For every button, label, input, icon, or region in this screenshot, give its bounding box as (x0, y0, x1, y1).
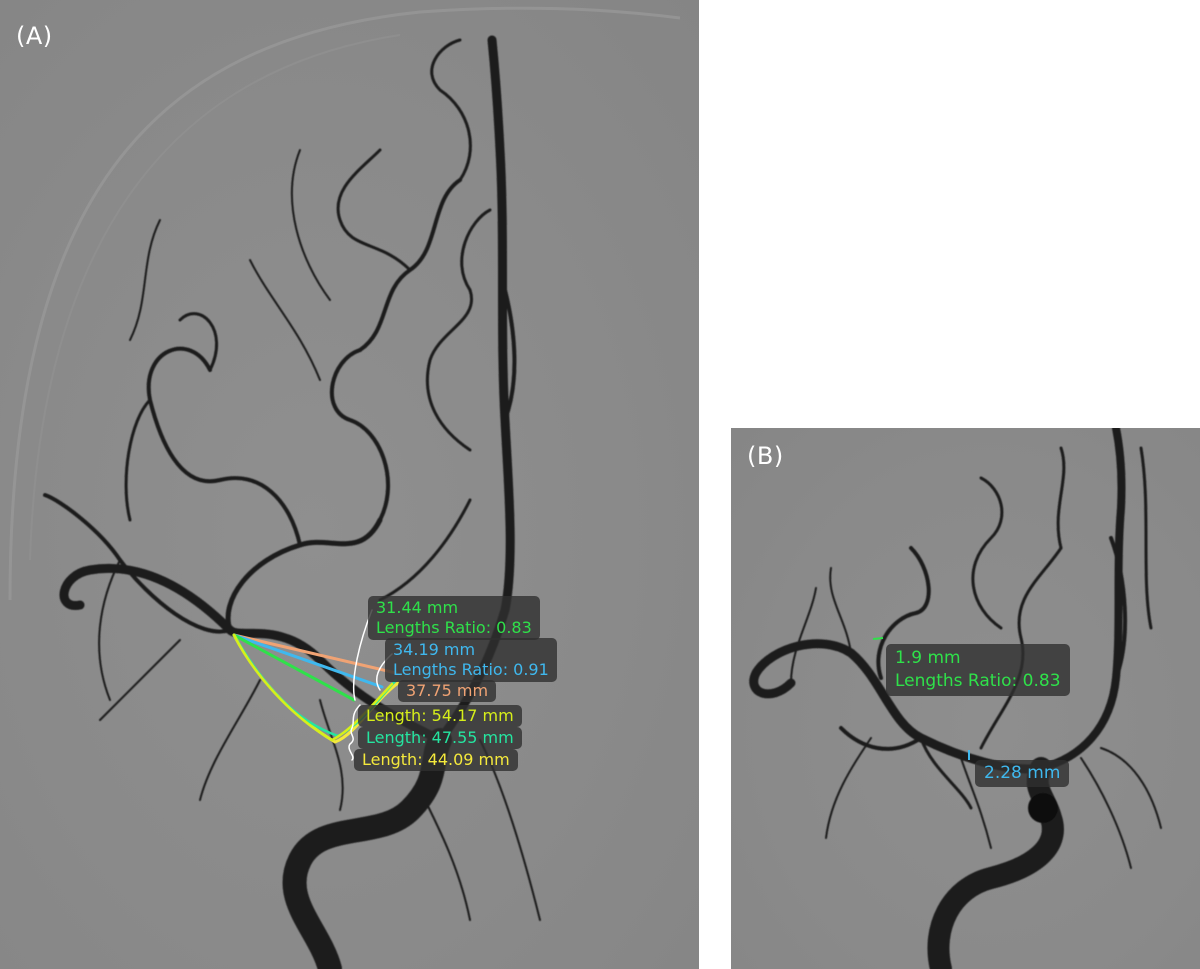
measurement-label-2-28: 2.28 mm (975, 760, 1070, 787)
length-label-54-17: Length: 54.17 mm (358, 705, 522, 727)
panel-a-label: (A) (16, 22, 53, 50)
measurement-value: 34.19 mm (393, 640, 476, 659)
length-value: Length: 44.09 mm (362, 750, 510, 769)
length-label-47-55: Length: 47.55 mm (358, 727, 522, 749)
lengths-ratio: Lengths Ratio: 0.83 (895, 671, 1061, 691)
measurement-value: 1.9 mm (895, 648, 961, 668)
length-label-44-09: Length: 44.09 mm (354, 749, 518, 771)
angiogram-panel-b: (B) 1.9 mm Lengths Ratio: 0.83 2.28 mm (731, 428, 1200, 969)
measurement-label-37-75: 37.75 mm (398, 680, 497, 702)
measurement-label-34-19: 34.19 mm Lengths Ratio: 0.91 (385, 638, 557, 682)
vessel-image-a (8, 6, 681, 969)
length-value: Length: 47.55 mm (366, 728, 514, 747)
measurement-value: 37.75 mm (406, 681, 489, 700)
measurement-value: 2.28 mm (984, 763, 1061, 783)
vessel-image-b (749, 428, 1162, 969)
lengths-ratio: Lengths Ratio: 0.91 (393, 660, 549, 679)
measurement-value: 31.44 mm (376, 598, 459, 617)
panel-b-label: (B) (747, 442, 784, 470)
length-value: Length: 54.17 mm (366, 706, 514, 725)
angiogram-panel-a: (A) 31.44 mm Lengths Ratio: 0.83 34.19 m… (0, 0, 699, 969)
measurement-label-31-44: 31.44 mm Lengths Ratio: 0.83 (368, 596, 540, 640)
measurement-label-1-9: 1.9 mm Lengths Ratio: 0.83 (886, 644, 1070, 696)
lengths-ratio: Lengths Ratio: 0.83 (376, 618, 532, 637)
